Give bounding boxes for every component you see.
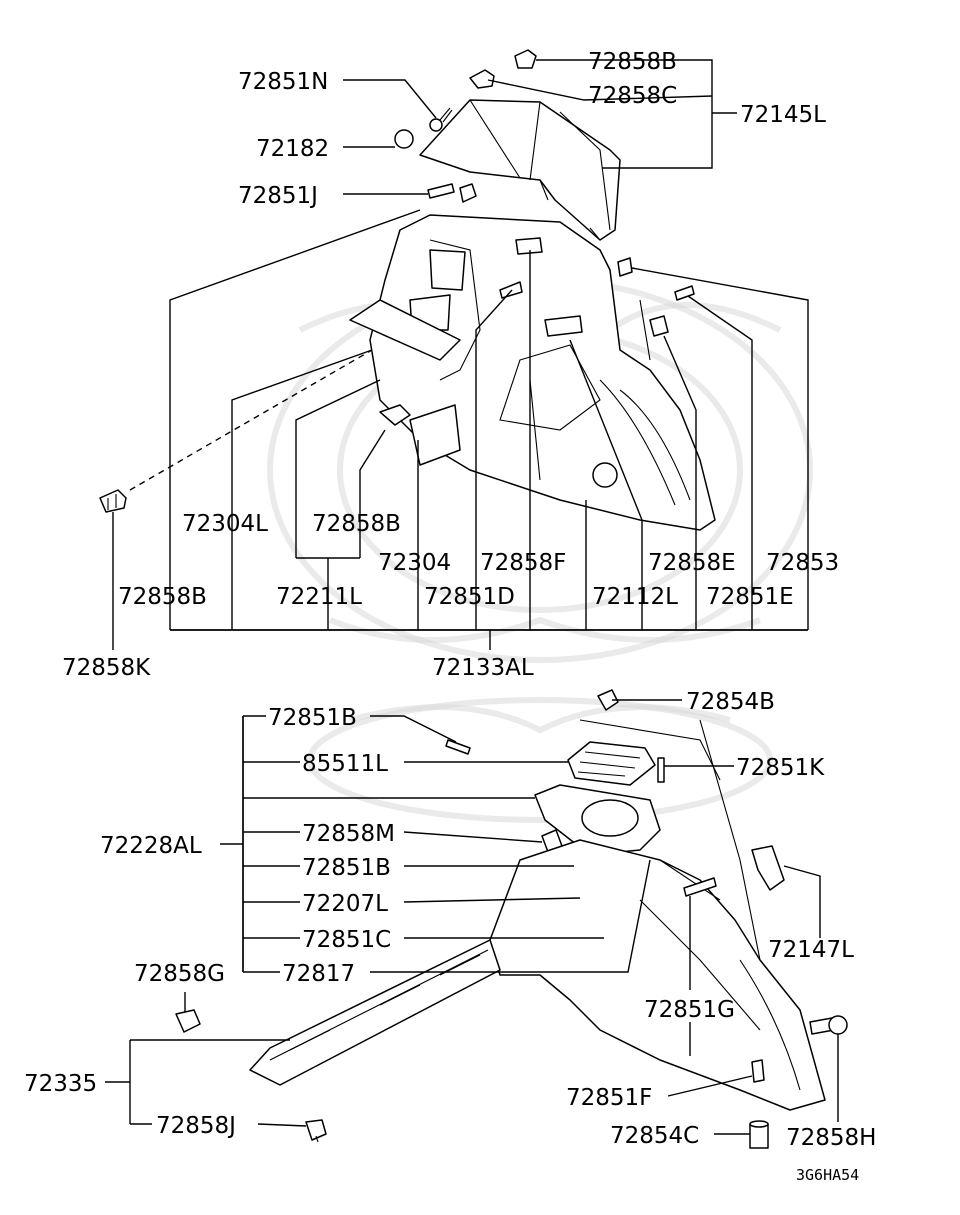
label-72858K: 72858K [62,655,151,681]
speaker-ring [581,799,639,837]
label-72858J: 72858J [156,1113,236,1139]
speaker-hole [592,462,618,488]
label-72211L: 72211L [276,584,362,610]
lower-trim-assembly [175,689,848,1149]
label-72851B-lower: 72851B [302,855,391,881]
label-72854C: 72854C [610,1123,699,1149]
screw-72851N [429,107,453,132]
bracket-72112L [544,315,583,337]
label-72858B-left: 72858B [118,584,207,610]
clip-72858B-mid [379,404,411,426]
part-number-labels: 72858B 72858C 72145L 72851N 72182 72851J… [24,49,876,1184]
bracket-72147L [751,845,785,891]
lower-leader-lines [105,699,839,1135]
clip-72858H [809,1015,848,1035]
label-72858B-top: 72858B [588,49,677,75]
label-72145L: 72145L [740,102,826,128]
label-72858C: 72858C [588,83,677,109]
label-72858B-mid: 72858B [312,511,401,537]
scuff-plate-72335 [249,939,501,1086]
label-72851J: 72851J [238,183,318,209]
trim-opening-upper [429,249,466,291]
screw-72851D [499,281,523,299]
clip-72854B [597,689,619,711]
screw-72851J [427,183,455,199]
clip-72858B-top [514,49,537,69]
label-85511L: 85511L [302,751,388,777]
screw-72851E [674,285,695,301]
label-72858H: 72858H [786,1125,876,1151]
label-72851N: 72851N [238,69,328,95]
upper-trim-assembly [99,49,716,531]
label-72147L: 72147L [768,937,854,963]
diagram-code: 3G6HA54 [796,1166,859,1184]
speaker-grille-85511L [567,741,656,786]
label-72207L: 72207L [302,891,388,917]
label-72304: 72304 [378,550,451,576]
label-72854B: 72854B [686,689,775,715]
label-72858M: 72858M [302,821,395,847]
clip-near-72851J [459,183,477,203]
clip-72858G [175,1009,201,1033]
label-72851C: 72851C [302,927,391,953]
quarter-trim-72133AL [369,214,716,531]
screw-72851K [657,757,665,783]
label-72133AL: 72133AL [432,655,534,681]
label-72851K: 72851K [736,755,825,781]
label-72851F: 72851F [566,1085,652,1111]
label-72182: 72182 [256,136,329,162]
label-72335: 72335 [24,1071,97,1097]
screw-72851B-top [445,739,471,755]
clip-72853 [617,257,633,277]
label-72112L: 72112L [592,584,678,610]
label-72858G: 72858G [134,961,225,987]
label-72858E: 72858E [648,550,736,576]
screw-72851F [751,1059,765,1083]
upper-pillar-trim-72145L [419,99,621,241]
clip-72858C [469,69,495,89]
pocket-72211L [349,299,461,361]
label-72851D: 72851D [424,584,515,610]
screw-72851G [683,877,717,897]
plug-72182 [394,129,414,149]
label-72858F: 72858F [480,550,566,576]
cover-72304 [409,404,461,466]
label-72851B-top: 72851B [268,705,357,731]
clip-72858J [305,1119,327,1141]
clip-72858E [649,315,669,337]
push-clip-72858K [99,489,127,513]
label-72817: 72817 [282,961,355,987]
label-72853: 72853 [766,550,839,576]
label-72228AL: 72228AL [100,833,202,859]
label-72851G: 72851G [644,997,735,1023]
lower-quarter-trim-72817 [489,839,826,1111]
upper-leader-lines [112,59,809,650]
clip-72858F [515,237,543,255]
label-72851E: 72851E [706,584,794,610]
label-72304L: 72304L [182,511,268,537]
